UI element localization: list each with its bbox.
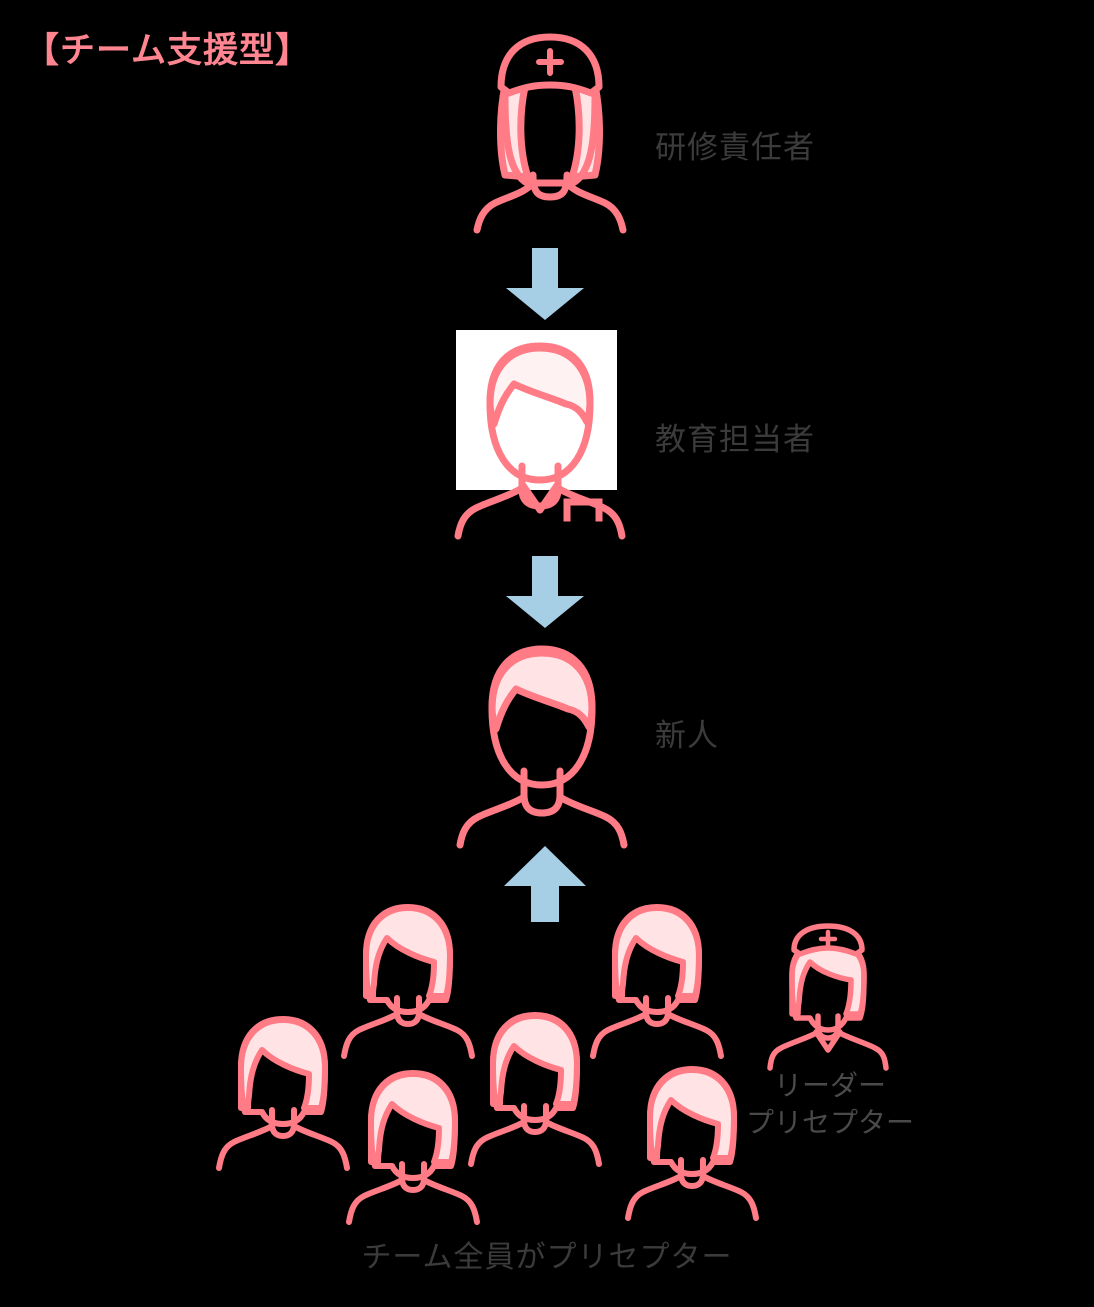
arrow-officer-to-newcomer	[506, 556, 584, 628]
bob-hair-person-icon	[346, 1070, 480, 1225]
team-member-icon-3	[208, 1008, 358, 1171]
bob-hair-person-icon	[468, 1012, 602, 1167]
leader-preceptor-label-line1: リーダー	[773, 1070, 886, 1101]
arrow-team-to-newcomer	[504, 846, 586, 922]
newcomer-label: 新人	[655, 718, 719, 753]
bob-hair-person-icon	[625, 1066, 759, 1221]
team-member-icon-5	[617, 1058, 767, 1221]
training-manager-label: 研修責任者	[655, 130, 815, 165]
education-officer-label: 教育担当者	[655, 422, 815, 457]
pocket-detail-icon	[563, 498, 603, 522]
bob-hair-person-icon	[590, 904, 724, 1059]
team-member-icon-4	[460, 1004, 610, 1167]
team-member-icon-6	[338, 1062, 488, 1225]
bob-hair-person-icon	[216, 1016, 350, 1171]
team-member-icon-1	[333, 896, 483, 1059]
team-caption: チーム全員がプリセプター	[361, 1241, 733, 1274]
education-officer-icon	[452, 332, 627, 540]
training-manager-icon	[455, 25, 645, 234]
bob-hair-person-icon	[341, 904, 475, 1059]
nurse-with-cap-icon	[473, 33, 627, 234]
leader-preceptor-label: リーダー プリセプター	[740, 1068, 920, 1142]
male-staff-icon	[454, 342, 626, 540]
nurse-with-cap-icon	[767, 923, 889, 1071]
leader-preceptor-label-line2: プリセプター	[745, 1106, 914, 1138]
arrow-manager-to-officer	[506, 248, 584, 320]
page-title: 【チーム支援型】	[24, 31, 311, 70]
newcomer-icon	[452, 635, 632, 849]
leader-preceptor-icon	[767, 922, 889, 1071]
team-member-icon-2	[582, 896, 732, 1059]
person-icon	[456, 645, 628, 849]
